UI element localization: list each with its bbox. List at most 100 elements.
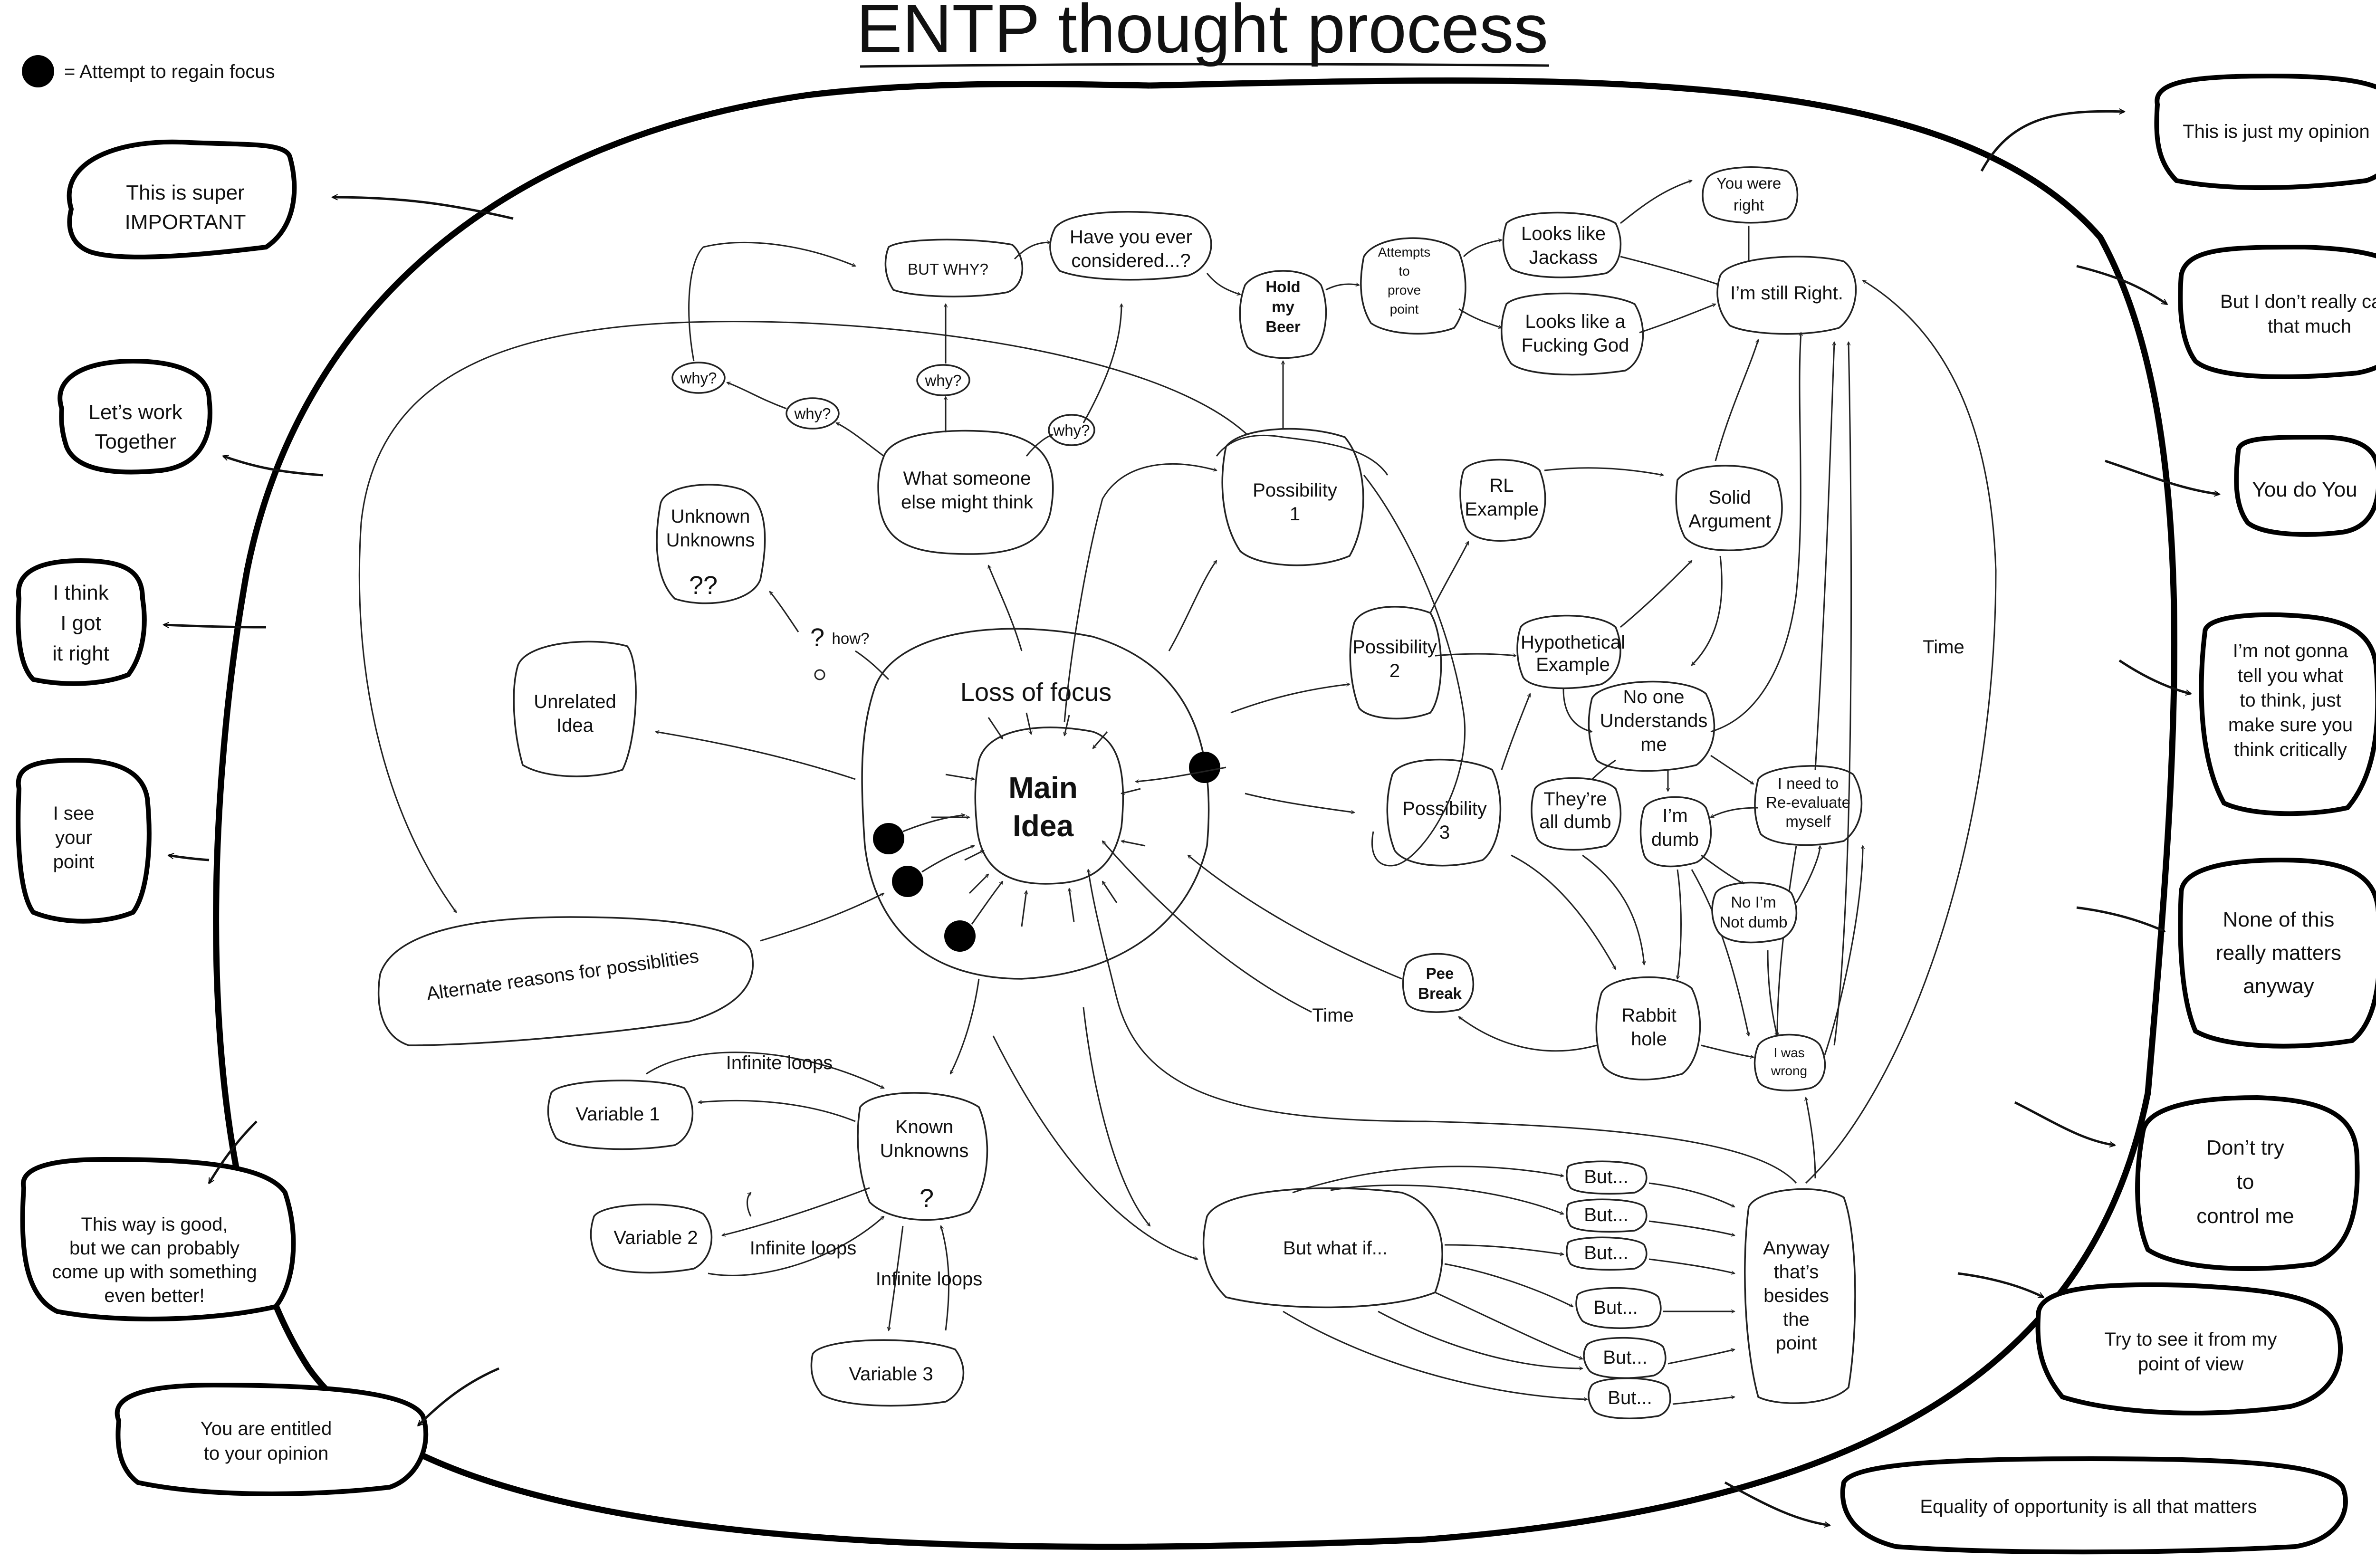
edge: [992, 1035, 1198, 1259]
edge: [747, 1193, 751, 1217]
edge: [1620, 256, 1720, 285]
rabbit-hole-line: hole: [1631, 1029, 1667, 1050]
this-way-good-line: but we can probably: [69, 1238, 240, 1259]
lets-work-line: Let’s work: [88, 401, 182, 424]
edge: [1083, 304, 1121, 423]
edge: [1677, 869, 1682, 979]
edge: [1544, 467, 1663, 475]
but-bubble: But...: [1565, 1160, 1648, 1195]
why-bubble-right: why?: [1048, 414, 1095, 446]
just-opinion-text: This is just my opinion: [2183, 121, 2369, 142]
looks-god-line: Looks like a: [1525, 311, 1626, 332]
arrow-center-to-what-someone: [988, 565, 1023, 651]
pee-break-line: Pee: [1426, 965, 1454, 982]
edge: [1715, 340, 1758, 461]
edge: [1168, 561, 1217, 651]
not-dumb-line: No I’m: [1731, 893, 1776, 911]
reevaluate-line: Re-evaluate: [1766, 794, 1850, 811]
none-matters-line: anyway: [2243, 975, 2314, 998]
main-idea-line: Idea: [1013, 809, 1073, 843]
edge: [708, 1216, 884, 1276]
edge: [1014, 242, 1050, 260]
looks-jackass-shape: [1502, 211, 1622, 278]
edge: [889, 1225, 904, 1330]
why-label: why?: [1053, 421, 1090, 439]
edge: [722, 1187, 870, 1235]
known-unknowns-line: Known: [895, 1117, 953, 1138]
regain-focus-dot: [892, 866, 923, 897]
but-bubble: But...: [1565, 1198, 1648, 1233]
lets-work-line: Together: [95, 430, 176, 453]
why-label: why?: [680, 369, 717, 387]
equality-text: Equality of opportunity is all that matt…: [1920, 1496, 2257, 1517]
arrow-to-lets-work: [223, 456, 324, 477]
arrow-to-got-it-right: [164, 625, 267, 629]
you-do-you-text: You do You: [2252, 478, 2357, 501]
solid-argument-line: Solid: [1709, 487, 1751, 508]
theyre-dumb-line: all dumb: [1539, 812, 1611, 832]
title-underline: [860, 63, 1550, 68]
hold-beer-line: Beer: [1265, 318, 1301, 335]
legend-label: = Attempt to regain focus: [64, 61, 275, 82]
possibility-1-shape: [1221, 428, 1364, 566]
reevaluate-line: I need to: [1778, 774, 1839, 792]
see-view-line: point of view: [2138, 1354, 2243, 1375]
looks-god-line: Fucking God: [1522, 335, 1629, 356]
rabbit-hole-line: Rabbit: [1621, 1005, 1677, 1026]
arrow-to-see-point: [169, 855, 210, 861]
not-dumb-shape: [1711, 881, 1798, 944]
dot-arrow: [971, 881, 1003, 925]
entitled-line: to your opinion: [204, 1443, 328, 1464]
edge: [688, 241, 855, 362]
im-dumb-shape: [1639, 796, 1712, 868]
entitled-line: You are entitled: [201, 1418, 332, 1439]
unrelated-shape: [513, 641, 637, 777]
edge: [727, 382, 787, 410]
variable-3-shape: [810, 1339, 965, 1407]
svg-text:This way is good,but we can pr: This way is good,but we can probablycome…: [52, 1214, 257, 1306]
edge: [1463, 240, 1502, 258]
but-label: But...: [1603, 1347, 1647, 1368]
why-label: why?: [924, 372, 961, 389]
edge: [1582, 854, 1644, 965]
main-idea-circle: [974, 727, 1124, 885]
edge: [1188, 855, 1402, 980]
none-matters-line: None of this: [2223, 908, 2335, 931]
but-bubble: But...: [1588, 1377, 1671, 1419]
known-mark: ?: [920, 1184, 934, 1213]
time-label-right: Time: [1923, 637, 1964, 658]
svg-text:But I don’t really carethat mu: But I don’t really carethat much: [2220, 291, 2376, 337]
not-tell-line: to think, just: [2240, 690, 2341, 711]
variable-3-label: Variable 3: [849, 1364, 933, 1385]
diagram-title: ENTP thought process: [856, 0, 1548, 67]
possibility-1-line: Possibility: [1253, 480, 1337, 501]
edge: [1429, 542, 1469, 613]
arrow-to-equality: [1724, 1481, 1830, 1525]
reevaluate-shape: [1754, 765, 1863, 846]
was-wrong-line: I was: [1773, 1045, 1804, 1060]
why-bubble-left: why?: [786, 397, 840, 430]
main-idea-line: Main: [1008, 771, 1078, 805]
edge: [1562, 688, 1592, 732]
variable-1-label: Variable 1: [575, 1104, 660, 1125]
time-label-center: Time: [1312, 1005, 1353, 1026]
edge: [1459, 1017, 1597, 1052]
attempts-shape: [1360, 237, 1466, 335]
no-one-line: No one: [1623, 687, 1685, 708]
this-way-good-line: even better!: [104, 1285, 204, 1306]
edge: [1458, 308, 1502, 328]
what-someone-line: What someone: [903, 468, 1031, 489]
